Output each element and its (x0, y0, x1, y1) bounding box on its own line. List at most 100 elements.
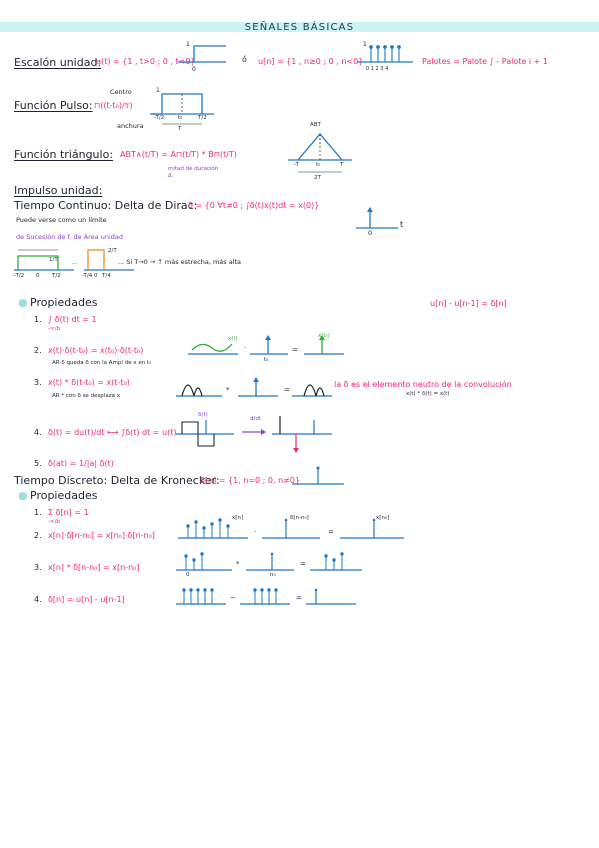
escalon-cont-def: u(t) = {1 , t>0 ; 0 , t<0} (96, 57, 196, 66)
pd2-text: x[n]·δ[n-n₀] = x[n₀]·δ[n-n₀] (48, 531, 155, 540)
seq-pulse2-tick-left: -T/4 (82, 273, 93, 279)
prop3-text: x(t) * δ(t-t₀) = x(t-t₀) (48, 378, 130, 387)
seq-pulse1-tick-right: T/2 (52, 273, 61, 279)
step-cont-graph: 1 0 (178, 41, 226, 73)
page-title: SEÑALES BÁSICAS (244, 22, 355, 33)
kronecker-graph (292, 466, 344, 485)
pd3-text: x[n] * δ[n-n₀] = x[n-n₀] (48, 563, 140, 572)
triangulo-note: mitad de duración Δ (168, 166, 219, 179)
impulso-cont-label: Tiempo Continuo: Delta de Dirac: (14, 199, 198, 212)
triangulo-tick-right: T (340, 162, 344, 168)
prop4-num: 4. (34, 428, 42, 437)
prop2-xt-label: x(t) (228, 336, 238, 342)
svg-text:=: = (284, 386, 290, 394)
prop3-note: AR * con δ se desplaza x (52, 393, 120, 399)
triangulo-peak: ABT (310, 122, 321, 128)
seq-pulse1-tick-zero: 0 (36, 273, 40, 279)
triangulo-def: ABT∧(t/T) = A⊓(t/T) * B⊓(t/T) (120, 150, 237, 159)
svg-text:·: · (244, 344, 246, 352)
pulso-heading: Función Pulso: (14, 99, 93, 112)
seq-pulse2-tick-zero: 0 (94, 273, 98, 279)
pd4-text: δ[n] = u[n] - u[n-1] (48, 595, 125, 604)
impulso-seq-tail: ... Si T→0 → ↑ más estrecha, más alta (118, 258, 242, 266)
pd1-num: 1. (34, 508, 42, 517)
impulso-delta-def: δ = {0 ∀t≠0 ; ∫δ(t)x(t)dt = x(0)} (188, 201, 320, 210)
pulso-def: ⊓((t-t₀)/τ) (94, 101, 133, 110)
pd2-dn-label: δ[n-n₀] (290, 515, 309, 521)
escalon-or: ó (242, 55, 247, 64)
impulso-seq-note: de Sucesión de f. de Área unidad (16, 233, 123, 241)
prop3-graph: * = (176, 377, 332, 397)
pulso-tau-label: T (178, 126, 182, 132)
pd3-n0: n₀ (270, 572, 276, 578)
pd4-graph: − = (176, 588, 356, 605)
pd2-graph: · = (178, 518, 404, 539)
prop4-text: δ(t) = du(t)/dt ⟷ ∫δ(t) dt = u(t) (48, 428, 177, 437)
escalon-heading: Escalón unidad: (14, 56, 102, 69)
pd1-text: Σ δ[n] = 1 (48, 508, 89, 517)
prop2-to-label: t₀ (264, 357, 269, 363)
prop2-graph: · = (188, 335, 344, 355)
svg-text:*: * (236, 560, 240, 568)
svg-text:−: − (230, 594, 236, 602)
svg-text:*: * (226, 386, 230, 394)
pd1-sub: -∞/b (48, 519, 60, 525)
dirac-graph (356, 207, 398, 229)
pulso-tick-left: -T/2 (154, 115, 165, 121)
prop2-note: AR·δ queda δ con la Ampl de x en t₀ (52, 360, 152, 366)
prop4-graph (176, 416, 332, 453)
svg-text:1: 1 (186, 41, 190, 48)
prop3-right-note: la δ es el elemento neutro de la convolu… (334, 380, 512, 389)
pulse-sequence-graph: ... (14, 249, 134, 271)
seq-pulse2-tick-right: T/4 (102, 273, 111, 279)
svg-text:1: 1 (156, 87, 160, 94)
pulso-anchura-label: anchura (117, 122, 144, 130)
svg-text:=: = (300, 560, 306, 568)
triangle-graph (288, 132, 352, 173)
prop1-num: 1. (34, 315, 42, 324)
prop-cont-heading: Propiedades (30, 296, 98, 309)
pd3-zero: 0 (186, 572, 190, 578)
prop4-ddt-label: d/dt (250, 416, 261, 422)
bullet-icon-discreto: ● (18, 489, 28, 502)
triangulo-heading: Función triángulo: (14, 148, 114, 161)
prop1-text: ∫ δ(t) dt = 1 (48, 315, 97, 324)
pulso-tick-right: T/2 (198, 115, 207, 121)
seq-pulse1-tick-left: -T/2 (14, 273, 25, 279)
pd3-num: 3. (34, 563, 42, 572)
prop2-xto-label: x(t₀) (318, 333, 330, 339)
pd3-graph: * = (176, 552, 362, 571)
pd2-xn0-label: x[n₀] (376, 515, 390, 521)
svg-text:0 1 2 3 4: 0 1 2 3 4 (366, 66, 388, 72)
prop5-num: 5. (34, 459, 42, 468)
dirac-zero: 0 (368, 229, 373, 237)
pulse-graph: 1 (150, 87, 214, 125)
impulso-limit-note: Puede verse como un límite (16, 216, 107, 224)
svg-text:0: 0 (192, 66, 196, 73)
escalon-note: Palotes = Palote ∫ - Palote i + 1 (422, 57, 548, 66)
prop4-delta-label: δ(t) (198, 412, 208, 418)
prop1-sub: -∞/b (48, 326, 60, 332)
pd2-xn-label: x[n] (232, 515, 244, 521)
prop5-text: δ(at) = 1/|a| δ(t) (48, 459, 114, 468)
prop3-right-note2: x(t) * δ(t) = x(t) (406, 391, 450, 397)
dirac-axis-t: t (400, 220, 404, 229)
discreto-label: Tiempo Discreto: Delta de Kronecker: (14, 474, 220, 487)
svg-text:·: · (254, 528, 256, 536)
discreto-def: δ[n] = {1, n=0 ; 0, n≠0} (200, 476, 301, 485)
triangulo-tick-center: t₀ (316, 162, 321, 168)
escalon-disc-def: u[n] = {1 , n≥0 ; 0 , n<0} (258, 57, 364, 66)
prop-cont-right-note: u[n] - u[n-1] = δ[n] (430, 299, 507, 308)
svg-text:1: 1 (363, 41, 367, 48)
seq-pulse1-height: 1/T (49, 257, 58, 263)
impulso-heading: Impulso unidad: (14, 184, 103, 197)
step-disc-graph: 1 0 1 2 3 4 (357, 41, 413, 72)
bullet-icon: ● (18, 296, 28, 309)
header-band (0, 22, 599, 32)
svg-text:=: = (296, 594, 302, 602)
pd4-num: 4. (34, 595, 42, 604)
triangulo-tick-left: -T (294, 162, 299, 168)
pd2-num: 2. (34, 531, 42, 540)
svg-text:...: ... (72, 260, 77, 266)
prop2-num: 2. (34, 346, 42, 355)
